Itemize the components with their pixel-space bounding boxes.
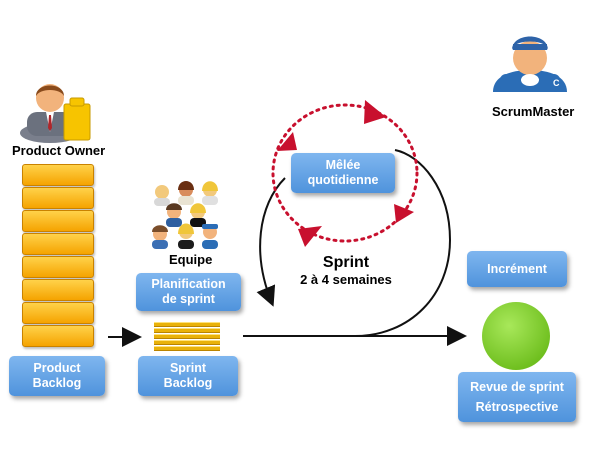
backlog-item xyxy=(22,325,94,347)
backlog-item xyxy=(22,233,94,255)
team-member xyxy=(154,185,170,206)
sprint-planning-box: Planification de sprint xyxy=(136,273,241,311)
increment-circle xyxy=(482,302,550,370)
team-label: Equipe xyxy=(169,252,213,267)
review-retrospective-box: Revue de sprint Rétrospective xyxy=(458,372,576,422)
product-owner-icon xyxy=(20,84,91,143)
sprint-loop-left xyxy=(256,177,286,307)
sprint-duration: 2 à 4 semaines xyxy=(300,272,392,287)
team-member xyxy=(202,224,218,249)
scrum-master-label: ScrumMaster xyxy=(492,104,575,119)
daily-loop-arrowhead-top xyxy=(364,100,386,124)
team-member xyxy=(178,223,194,249)
team-icon xyxy=(152,181,218,249)
daily-scrum-loop xyxy=(271,103,419,243)
team-member xyxy=(166,203,182,227)
backlog-item xyxy=(22,164,94,186)
sprint-backlog-item xyxy=(154,328,220,333)
product-backlog-box: Product Backlog xyxy=(9,356,105,396)
product-owner-label: Product Owner xyxy=(12,143,106,158)
sprint-title: Sprint xyxy=(322,254,370,271)
backlog-item xyxy=(22,302,94,324)
daily-scrum-box: Mêlée quotidienne xyxy=(291,153,395,193)
team-member xyxy=(178,181,194,205)
daily-loop-arrowhead-left xyxy=(277,132,297,151)
backlog-item xyxy=(22,256,94,278)
sprint-backlog-item xyxy=(154,322,220,327)
scrum-master-badge: C xyxy=(553,78,560,88)
team-member xyxy=(152,225,168,249)
backlog-item xyxy=(22,210,94,232)
sprint-backlog-item xyxy=(154,340,220,345)
team-member xyxy=(202,181,218,205)
daily-loop-arrowhead-right xyxy=(394,204,414,223)
sprint-loop xyxy=(354,149,452,337)
backlog-item xyxy=(22,279,94,301)
backlog-item xyxy=(22,187,94,209)
increment-box: Incrément xyxy=(467,251,567,287)
sprint-backlog-item xyxy=(154,334,220,339)
sprint-caption: Sprint 2 à 4 semaines xyxy=(296,254,396,288)
sprint-backlog-box: Sprint Backlog xyxy=(138,356,238,396)
daily-loop-arrowhead-bottom xyxy=(298,226,322,247)
team-member xyxy=(190,203,206,227)
scrum-master-icon xyxy=(493,36,567,92)
sprint-backlog-item xyxy=(154,346,220,351)
